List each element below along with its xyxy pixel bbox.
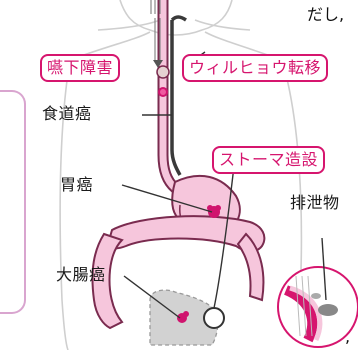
label-stoma: ストーマ造設 — [212, 146, 326, 174]
large-intestine — [91, 215, 266, 330]
side-text-bottom: , — [345, 327, 351, 346]
lymph-node — [156, 65, 170, 79]
side-text-top: だし, — [307, 5, 345, 24]
label-esophageal-cancer: 食道癌 — [42, 104, 92, 123]
label-virus-transfer: ウィルヒョウ転移 — [182, 54, 329, 82]
leader-lines — [121, 51, 327, 319]
stoma-magnified — [277, 266, 358, 348]
tumor-markers — [158, 87, 221, 323]
label-colorectal-cancer: 大腸癌 — [56, 265, 106, 284]
side-panel — [0, 90, 26, 314]
label-dysphagia: 嚥下障害 — [40, 54, 121, 82]
stoma-bag — [203, 307, 225, 329]
label-gastric-cancer: 胃癌 — [60, 175, 94, 194]
label-excrement: 排泄物 — [290, 193, 340, 212]
